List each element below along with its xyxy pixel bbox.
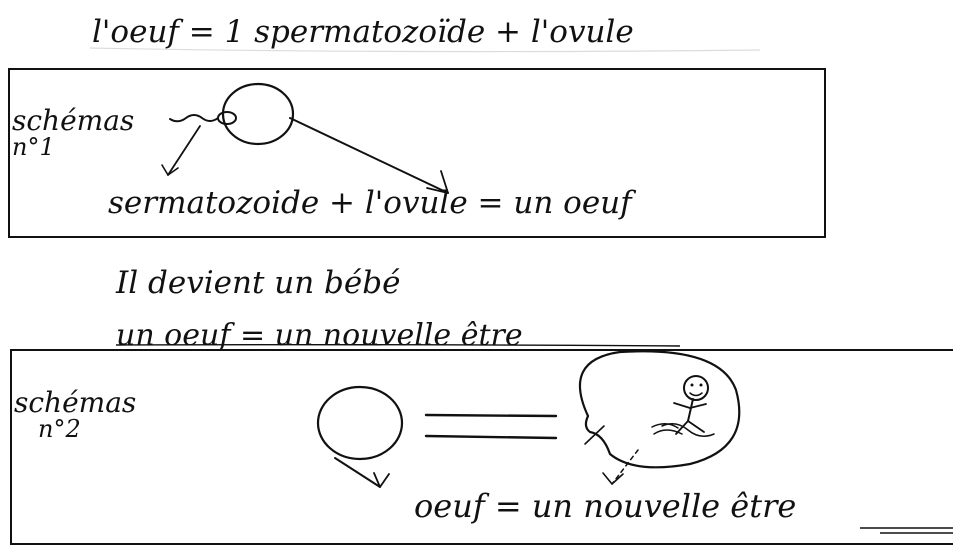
bottom-right-ruler-marks: [860, 527, 953, 534]
schema-2-bubble-outline: [578, 350, 741, 469]
schema-1-arrow-head-right: [426, 170, 449, 194]
schema-2-embryo-eye-right: [699, 383, 703, 387]
middle-line-2: un oeuf = un nouvelle être: [116, 318, 523, 353]
schema-1-frame: [8, 68, 826, 238]
schema-1-label-number: n°1: [12, 133, 55, 162]
schema-2-equals-bottom: [424, 434, 558, 440]
schema-2-label: schémas n°2: [14, 388, 136, 443]
middle-line-2-underline: [115, 343, 681, 347]
schema-1-arrow-to-egg-label: [289, 117, 449, 194]
schema-1-label: schémas n°1: [12, 106, 134, 161]
schema-1-sperm-head: [217, 111, 237, 125]
header-equation: l'oeuf = 1 spermatozoïde + l'ovule: [92, 14, 634, 50]
schema-2-embryo-scribble: [651, 423, 683, 435]
schema-2-label-number: n°2: [38, 415, 81, 444]
schema-2-embryo-smile: [689, 392, 703, 397]
schema-2-embryo-arm-right: [689, 403, 707, 409]
schema-1-label-title: schémas: [12, 104, 135, 137]
schema-2-embryo-head: [683, 375, 709, 401]
schema-1-ovum-circle: [221, 82, 295, 146]
schema-1-caption: sermatozoide + l'ovule = un oeuf: [108, 185, 632, 221]
schema-2-arrow-head-right: [602, 472, 624, 485]
header-underline-flourish: [89, 47, 761, 53]
schema-2-embryo-body: [687, 398, 694, 422]
schema-2-arrow-head-left: [373, 472, 390, 488]
schema-2-embryo-eye-left: [690, 383, 694, 387]
schema-2-arrow-from-bubble: [611, 449, 639, 485]
schema-2-embryo-leg-right: [687, 420, 705, 433]
schema-1-arrow-to-sperm-label: [167, 125, 201, 176]
schema-2-bubble-notch: [584, 425, 605, 445]
schema-1-sperm-tail: [169, 114, 219, 123]
schema-1-arrow-head-left: [161, 164, 179, 176]
schema-2-egg-circle: [316, 385, 404, 461]
middle-line-1: Il devient un bébé: [116, 265, 401, 301]
schema-2-embryo-arm-left: [673, 402, 691, 409]
schema-2-equals-top: [424, 413, 558, 418]
schema-2-arrow-from-egg: [334, 457, 381, 488]
schema-2-caption: oeuf = un nouvelle être: [414, 487, 797, 525]
schema-2-label-title: schémas: [14, 386, 137, 419]
